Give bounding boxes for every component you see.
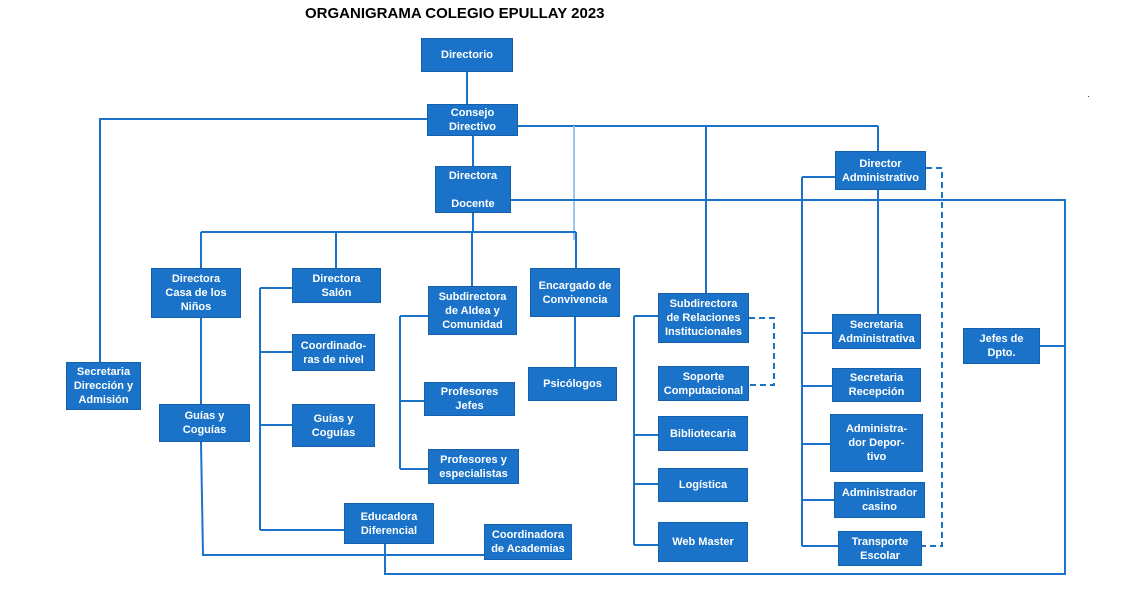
connector-line xyxy=(200,441,484,556)
node-consejo-directivo: Consejo Directivo xyxy=(427,104,518,136)
dashed-connector xyxy=(922,167,943,547)
node-soporte-computacional: Soporte Computacional xyxy=(658,366,749,401)
stray-mark xyxy=(1088,96,1089,97)
node-coordinadoras-nivel: Coordinado- ras de nivel xyxy=(292,334,375,371)
node-administrador-casino: Administrador casino xyxy=(834,482,925,518)
node-subdirectora-relaciones: Subdirectora de Relaciones Institucional… xyxy=(658,293,749,343)
node-profesores-jefes: Profesores Jefes xyxy=(424,382,515,416)
node-administrador-deportivo: Administra- dor Depor- tivo xyxy=(830,414,923,472)
node-transporte-escolar: Transporte Escolar xyxy=(838,531,922,566)
connector-line xyxy=(99,118,427,362)
chart-title: ORGANIGRAMA COLEGIO EPULLAY 2023 xyxy=(305,5,605,22)
node-jefes-dpto: Jefes de Dpto. xyxy=(963,328,1040,364)
node-directora-casa-ninos: Directora Casa de los Niños xyxy=(151,268,241,318)
node-educadora-diferencial: Educadora Diferencial xyxy=(344,503,434,544)
node-director-administrativo: Director Administrativo xyxy=(835,151,926,190)
node-guias-casa: Guías y Coguías xyxy=(159,404,250,442)
node-directora-docente: Directora Docente xyxy=(435,166,511,213)
node-directorio: Directorio xyxy=(421,38,513,72)
connector-line xyxy=(384,199,1066,575)
node-subdirectora-aldea: Subdirectora de Aldea y Comunidad xyxy=(428,286,517,335)
node-secretaria-administrativa: Secretaria Administrativa xyxy=(832,314,921,349)
node-coordinadora-academias: Coordinadora de Academias xyxy=(484,524,572,560)
node-secretaria-recepcion: Secretaria Recepción xyxy=(832,368,921,402)
node-web-master: Web Master xyxy=(658,522,748,562)
node-logistica: Logística xyxy=(658,468,748,502)
dashed-connector xyxy=(749,317,775,386)
node-guias-salon: Guías y Coguías xyxy=(292,404,375,447)
node-profesores-especialistas: Profesores y especialistas xyxy=(428,449,519,484)
node-bibliotecaria: Bibliotecaria xyxy=(658,416,748,451)
node-directora-salon: Directora Salón xyxy=(292,268,381,303)
node-psicologos: Psicólogos xyxy=(528,367,617,401)
node-secretaria-direccion: Secretaria Dirección y Admisión xyxy=(66,362,141,410)
node-encargado-convivencia: Encargado de Convivencia xyxy=(530,268,620,317)
